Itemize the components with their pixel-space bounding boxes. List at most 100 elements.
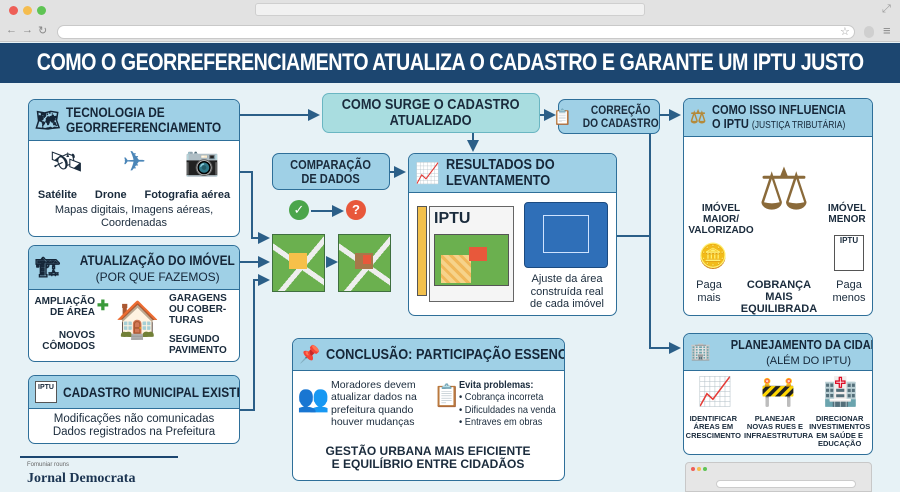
- conclusion-footer: E EQUILÍBRIO ENTRE CIDADÃOS: [331, 457, 525, 472]
- box-title: ATUALIZADO: [390, 112, 472, 129]
- conclusao-text: Moradores devem atualizar dados na prefe…: [331, 379, 417, 429]
- drone-icon: ✈: [122, 146, 147, 177]
- close-window-button[interactable]: [9, 6, 18, 15]
- mini-browser-image: [685, 462, 872, 492]
- card-title: LEVANTAMENTO: [445, 172, 551, 189]
- caption: Mapas digitais, Imagens aéreas, Coordena…: [54, 204, 214, 229]
- label: GARAGENS OU COBER-TURAS: [169, 293, 227, 326]
- camera-icon: 📷: [184, 146, 220, 177]
- card-title: O IPTU: [712, 116, 749, 132]
- brand-logo[interactable]: Jornal Democrata: [27, 471, 136, 486]
- label: Paga mais: [696, 279, 722, 304]
- title-field[interactable]: [255, 3, 645, 16]
- conclusion-footer: GESTÃO URBANA MAIS EFICIENTE: [325, 444, 531, 458]
- label: NOVOS CÔMODOS: [42, 330, 95, 352]
- map-after-image: [338, 234, 391, 292]
- label: COBRANÇA MAIS EQUILIBRADA: [740, 279, 818, 316]
- page-title: COMO O GEORREFERENCIAMENTO ATUALIZA O CA…: [0, 43, 900, 83]
- question-icon: ?: [346, 200, 366, 220]
- balance-scale-icon: ⚖: [758, 157, 810, 222]
- card-subtitle: (POR QUE FAZEMOS): [95, 269, 220, 284]
- map-before-image: [272, 234, 325, 292]
- plus-icon: ✚: [97, 297, 109, 313]
- card-subtitle: (ALÉM DO IPTU): [766, 355, 852, 367]
- problems-title: Evita problemas:: [459, 379, 534, 391]
- card-title: GEORREFERENCIAMENTO: [66, 119, 222, 135]
- coins-icon: 🪙: [698, 243, 728, 270]
- plan-item: IDENTIFICAR ÁREAS EM CRESCIMENTO: [685, 414, 741, 440]
- item-label: Drone: [94, 189, 127, 201]
- card-title: PLANEJAMENTO DA CIDADE: [730, 337, 873, 352]
- card-title: RESULTADOS DO: [445, 156, 555, 174]
- hospital-icon: 🏥: [823, 376, 859, 407]
- maximize-window-button[interactable]: [37, 6, 46, 15]
- label: IMÓVEL MAIOR/ VALORIZADO: [688, 203, 754, 236]
- crane-icon: 🏗: [35, 257, 61, 279]
- barrier-icon: 🚧: [760, 376, 796, 407]
- doc-label: IPTU: [434, 210, 471, 227]
- document-icon: IPTU: [35, 381, 57, 403]
- card-title: CONCLUSÃO: PARTICIPAÇÃO ESSENCIAL: [326, 345, 565, 363]
- address-bar[interactable]: [57, 25, 855, 39]
- label: SEGUNDO PAVIMENTO: [169, 334, 227, 356]
- bar-chart-icon: 📈: [415, 162, 440, 185]
- box-title: CORREÇÃO: [590, 102, 651, 117]
- conclusao-card: 📌 CONCLUSÃO: PARTICIPAÇÃO ESSENCIAL 👥 Mo…: [292, 338, 565, 481]
- card-title: ATUALIZAÇÃO DO IMÓVEL: [80, 251, 236, 268]
- iptu-doc-icon: IPTU: [834, 235, 864, 271]
- box-title: COMPARAÇÃO: [290, 156, 372, 172]
- cadastro-card: IPTU CADASTRO MUNICIPAL EXISTENTE Modifi…: [28, 375, 240, 444]
- label: AMPLIAÇÃO DE ÁREA: [34, 296, 95, 318]
- box-title: DO CADASTRO: [582, 115, 659, 130]
- item-label: Fotografia aérea: [144, 189, 231, 201]
- planejamento-card: 🏢 PLANEJAMENTO DA CIDADE (ALÉM DO IPTU) 📈…: [683, 333, 873, 455]
- menu-icon[interactable]: ≡: [883, 23, 891, 38]
- card-title: COMO ISSO INFLUENCIA: [712, 102, 846, 118]
- fullscreen-icon[interactable]: ⤢: [882, 3, 891, 15]
- house-icon: 🏠: [115, 299, 160, 340]
- box-title: DE DADOS: [301, 170, 361, 186]
- pencil-icon: [417, 206, 427, 296]
- iptu-document: IPTU: [429, 206, 514, 302]
- divider: [20, 456, 178, 458]
- card-title-note: (JUSTIÇA TRIBUTÁRIA): [752, 120, 846, 132]
- footer-small-text: Fomuniar rouns: [27, 462, 70, 468]
- back-icon[interactable]: ←: [6, 24, 17, 36]
- map-pin-icon: 🗺: [35, 109, 61, 132]
- label: IMÓVEL MENOR: [827, 203, 867, 225]
- profile-icon[interactable]: [864, 26, 874, 38]
- reload-icon[interactable]: ↻: [38, 25, 48, 37]
- minimize-window-button[interactable]: [23, 6, 32, 15]
- card-title: CADASTRO MUNICIPAL EXISTENTE: [62, 383, 239, 400]
- box-title: COMO SURGE O CADASTRO: [342, 96, 520, 114]
- card-title: TECNOLOGIA DE: [66, 104, 166, 121]
- atualizacao-card: 🏗 ATUALIZAÇÃO DO IMÓVEL(POR QUE FAZEMOS)…: [28, 245, 240, 362]
- problem-item: • Entraves em obras: [459, 416, 543, 429]
- people-icon: 👥: [297, 383, 330, 413]
- plan-item: DIRECIONAR INVESTIMENTOS EM SAÚDE E EDUC…: [809, 414, 871, 448]
- buildings-icon: 🏢: [690, 342, 712, 361]
- text-line: Modificações não comunicadas: [53, 413, 215, 425]
- growth-chart-icon: 📈: [697, 376, 733, 407]
- item-label: Satélite: [37, 189, 78, 201]
- clipboard-icon: 📋: [433, 383, 461, 408]
- check-icon: ✓: [289, 200, 309, 220]
- plan-item: PLANEJAR NOVAS RUES E INFRAESTRUTURA: [743, 414, 814, 440]
- problem-item: • Cobrança incorreta: [459, 391, 544, 404]
- pushpin-icon: 📌: [299, 344, 321, 364]
- blueprint-icon: [524, 202, 608, 268]
- text-line: Dados registrados na Prefeitura: [52, 426, 216, 439]
- satellite-icon: 🛰: [48, 146, 84, 177]
- bookmark-star-icon[interactable]: ☆: [840, 26, 850, 38]
- checklist-icon: 📋: [552, 108, 572, 126]
- browser-chrome: ⤢ ← → ↻ ☆ ≡: [0, 0, 900, 42]
- problem-item: • Dificuldades na venda: [459, 403, 556, 416]
- forward-icon[interactable]: →: [22, 24, 33, 36]
